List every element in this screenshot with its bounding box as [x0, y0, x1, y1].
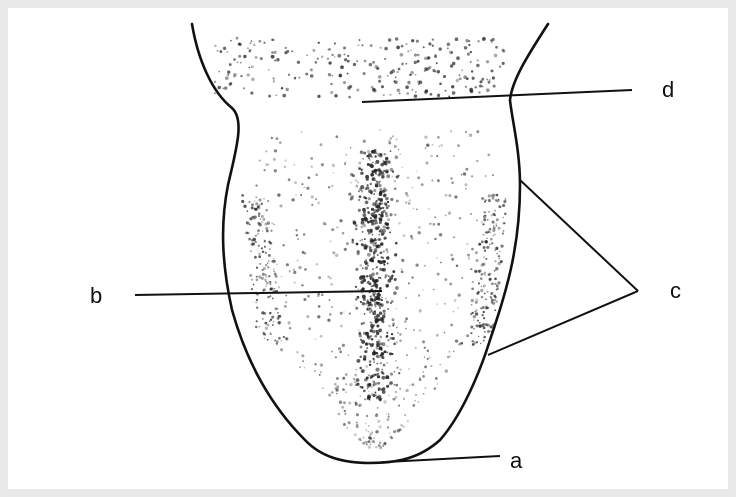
label-a: a — [510, 448, 523, 473]
leader-line-c-lower — [488, 291, 638, 355]
label-c: c — [670, 278, 681, 303]
leader-line-c-upper — [520, 180, 638, 291]
label-b: b — [90, 283, 102, 308]
label-d: d — [662, 77, 674, 102]
leader-line-a — [368, 456, 500, 463]
leader-line-d — [362, 90, 632, 102]
papillae-stipple — [214, 37, 507, 450]
